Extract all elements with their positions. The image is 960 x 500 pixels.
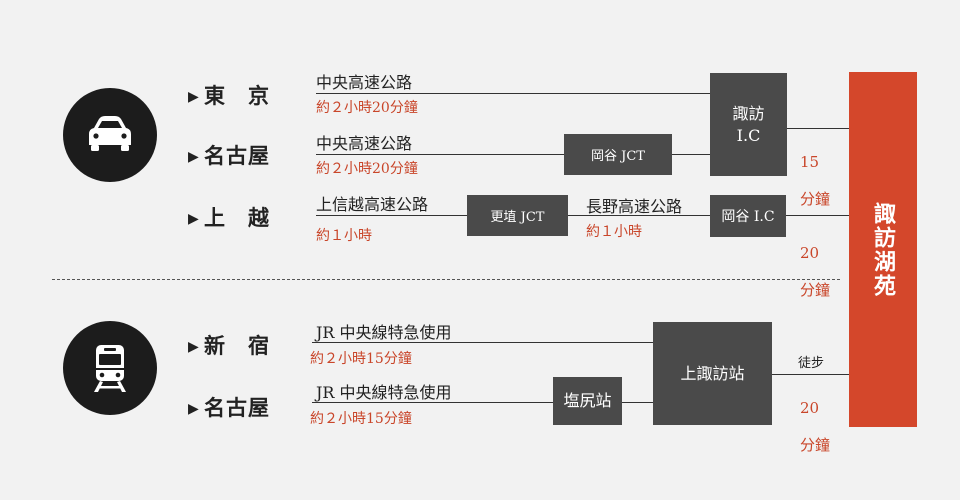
route-joetsu-road: 上信越高速公路: [316, 195, 429, 214]
triangle-icon: ▶: [188, 211, 200, 227]
okaya-time-unit: 分鐘: [800, 281, 831, 300]
suwa-time-num: 15: [800, 152, 820, 171]
origin-shinjuku-train: ▶新 宿: [188, 333, 270, 358]
route-shinjuku-line: JR 中央線特急使用: [316, 323, 452, 342]
time-nagano: 約１小時: [586, 224, 642, 240]
line-nagano: [568, 215, 710, 216]
triangle-icon: ▶: [188, 89, 200, 105]
time-nagoya-train: 約２小時15分鐘: [310, 411, 412, 427]
time-tokyo: 約２小時20分鐘: [316, 100, 418, 116]
line-nagoya-train: [312, 402, 553, 403]
line-shinjuku: [312, 342, 653, 343]
time-suwa-ic-to-dest: 15 分鐘: [800, 134, 830, 228]
line-tokyo: [316, 93, 710, 94]
line-nagoya-car: [316, 154, 564, 155]
suwa-ic-label-2: I.C: [736, 125, 761, 145]
box-shiojiri: 塩尻站: [553, 377, 622, 425]
car-icon: [89, 116, 131, 151]
line-okaya-ic-to-dest: [786, 215, 849, 216]
origin-tokyo-car: ▶東 京: [188, 83, 270, 108]
triangle-icon: ▶: [188, 339, 200, 355]
section-divider: [52, 279, 840, 280]
suwa-ic-label-1: 諏訪: [732, 103, 765, 123]
origin-nagoya-car: ▶名古屋: [188, 143, 270, 168]
line-kamisuwa-to-dest: [772, 374, 849, 375]
route-nagano-road: 長野高速公路: [586, 197, 683, 216]
train-circle: [63, 321, 157, 415]
time-okaya-ic-to-dest: 20 分鐘: [800, 225, 830, 319]
walk-label: 徒步: [798, 356, 825, 371]
box-suwa-ic: 諏訪 I.C: [710, 73, 787, 176]
line-joetsu: [316, 215, 467, 216]
walk-time-num: 20: [800, 398, 820, 417]
time-kamisuwa-to-dest: 20 分鐘: [800, 380, 830, 474]
route-nagoya-road: 中央高速公路: [316, 134, 413, 153]
origin-nagoya-train: ▶名古屋: [188, 395, 270, 420]
walk-time-unit: 分鐘: [800, 436, 831, 455]
train-icon: [94, 345, 126, 392]
time-shinjuku: 約２小時15分鐘: [310, 351, 412, 367]
okaya-ic-label: 岡谷 I.C: [721, 209, 775, 225]
line-suwa-ic-to-dest: [787, 128, 849, 129]
box-kamisuwa: 上諏訪站: [653, 322, 772, 425]
triangle-icon: ▶: [188, 401, 200, 417]
origin-joetsu-car: ▶上 越: [188, 205, 270, 230]
suwa-time-unit: 分鐘: [800, 190, 831, 209]
okaya-time-num: 20: [800, 243, 820, 262]
route-tokyo-road: 中央高速公路: [316, 73, 413, 92]
destination-suwakoen: 諏訪湖苑: [849, 72, 917, 427]
route-nagoya-line: JR 中央線特急使用: [316, 383, 452, 402]
car-circle: [63, 88, 157, 182]
time-nagoya-car: 約２小時20分鐘: [316, 161, 418, 177]
box-okaya-jct: 岡谷 JCT: [564, 134, 672, 175]
line-okaya-jct-to-suwa-ic: [672, 154, 710, 155]
box-okaya-ic: 岡谷 I.C: [710, 195, 786, 237]
line-shiojiri-to-kamisuwa: [622, 402, 653, 403]
box-kohshoku-jct: 更埴 JCT: [467, 195, 568, 236]
triangle-icon: ▶: [188, 149, 200, 165]
time-joetsu: 約１小時: [316, 228, 372, 244]
